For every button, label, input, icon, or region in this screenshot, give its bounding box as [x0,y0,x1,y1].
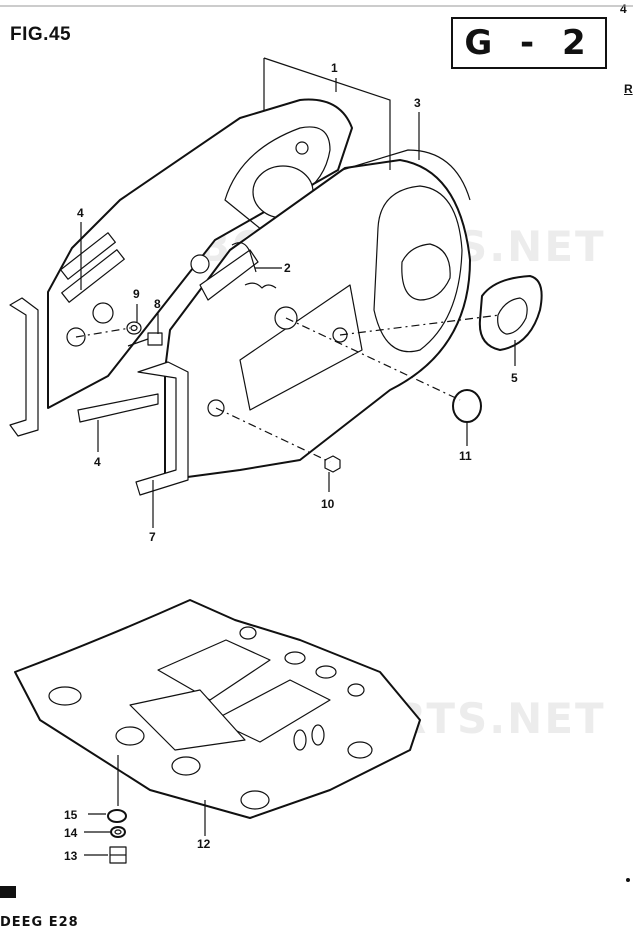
reference-code-box: G - 2 [451,17,607,69]
callout-3: 3 [414,96,421,110]
callout-4-upper: 4 [77,206,84,220]
part-8-bolt [127,332,163,347]
leader-lines [75,57,516,856]
edge-mark-right: R [624,82,633,96]
part-15-washer [107,809,127,823]
part-10-nut [324,455,341,473]
callout-2: 2 [284,261,291,275]
callout-13: 13 [64,849,78,863]
part-5-grommet [478,275,543,351]
part-3-outer-cover [164,149,471,481]
callout-10: 10 [321,497,335,511]
part-7-bracket [135,361,189,496]
part-9-washer [126,321,142,335]
stamp-mark [0,886,16,898]
callout-4-lower: 4 [94,455,101,469]
callout-7: 7 [149,530,156,544]
callout-5: 5 [511,371,518,385]
callout-8: 8 [154,297,161,311]
part-4-lower-strip [77,393,159,423]
callout-1: 1 [331,61,338,75]
part-14-lock-washer [110,826,126,838]
callout-12: 12 [197,837,211,851]
callout-9: 9 [133,287,140,301]
part-2-clamp [199,242,259,301]
footer-code: DEEG E28 [0,915,79,930]
part-11-cap [452,389,482,423]
figure-label: FIG.45 [10,24,72,45]
callout-14: 14 [64,826,78,840]
edge-mark-top: 4 [620,2,627,16]
callout-numbers: 1 2 3 4 4 5 7 8 9 10 11 12 13 14 15 [64,61,518,863]
dot-mark [626,878,630,882]
part-13-bolt [109,846,127,864]
left-bracket [9,297,39,437]
part-12-base-plate [14,599,421,819]
callout-15: 15 [64,808,78,822]
callout-11: 11 [459,449,472,463]
